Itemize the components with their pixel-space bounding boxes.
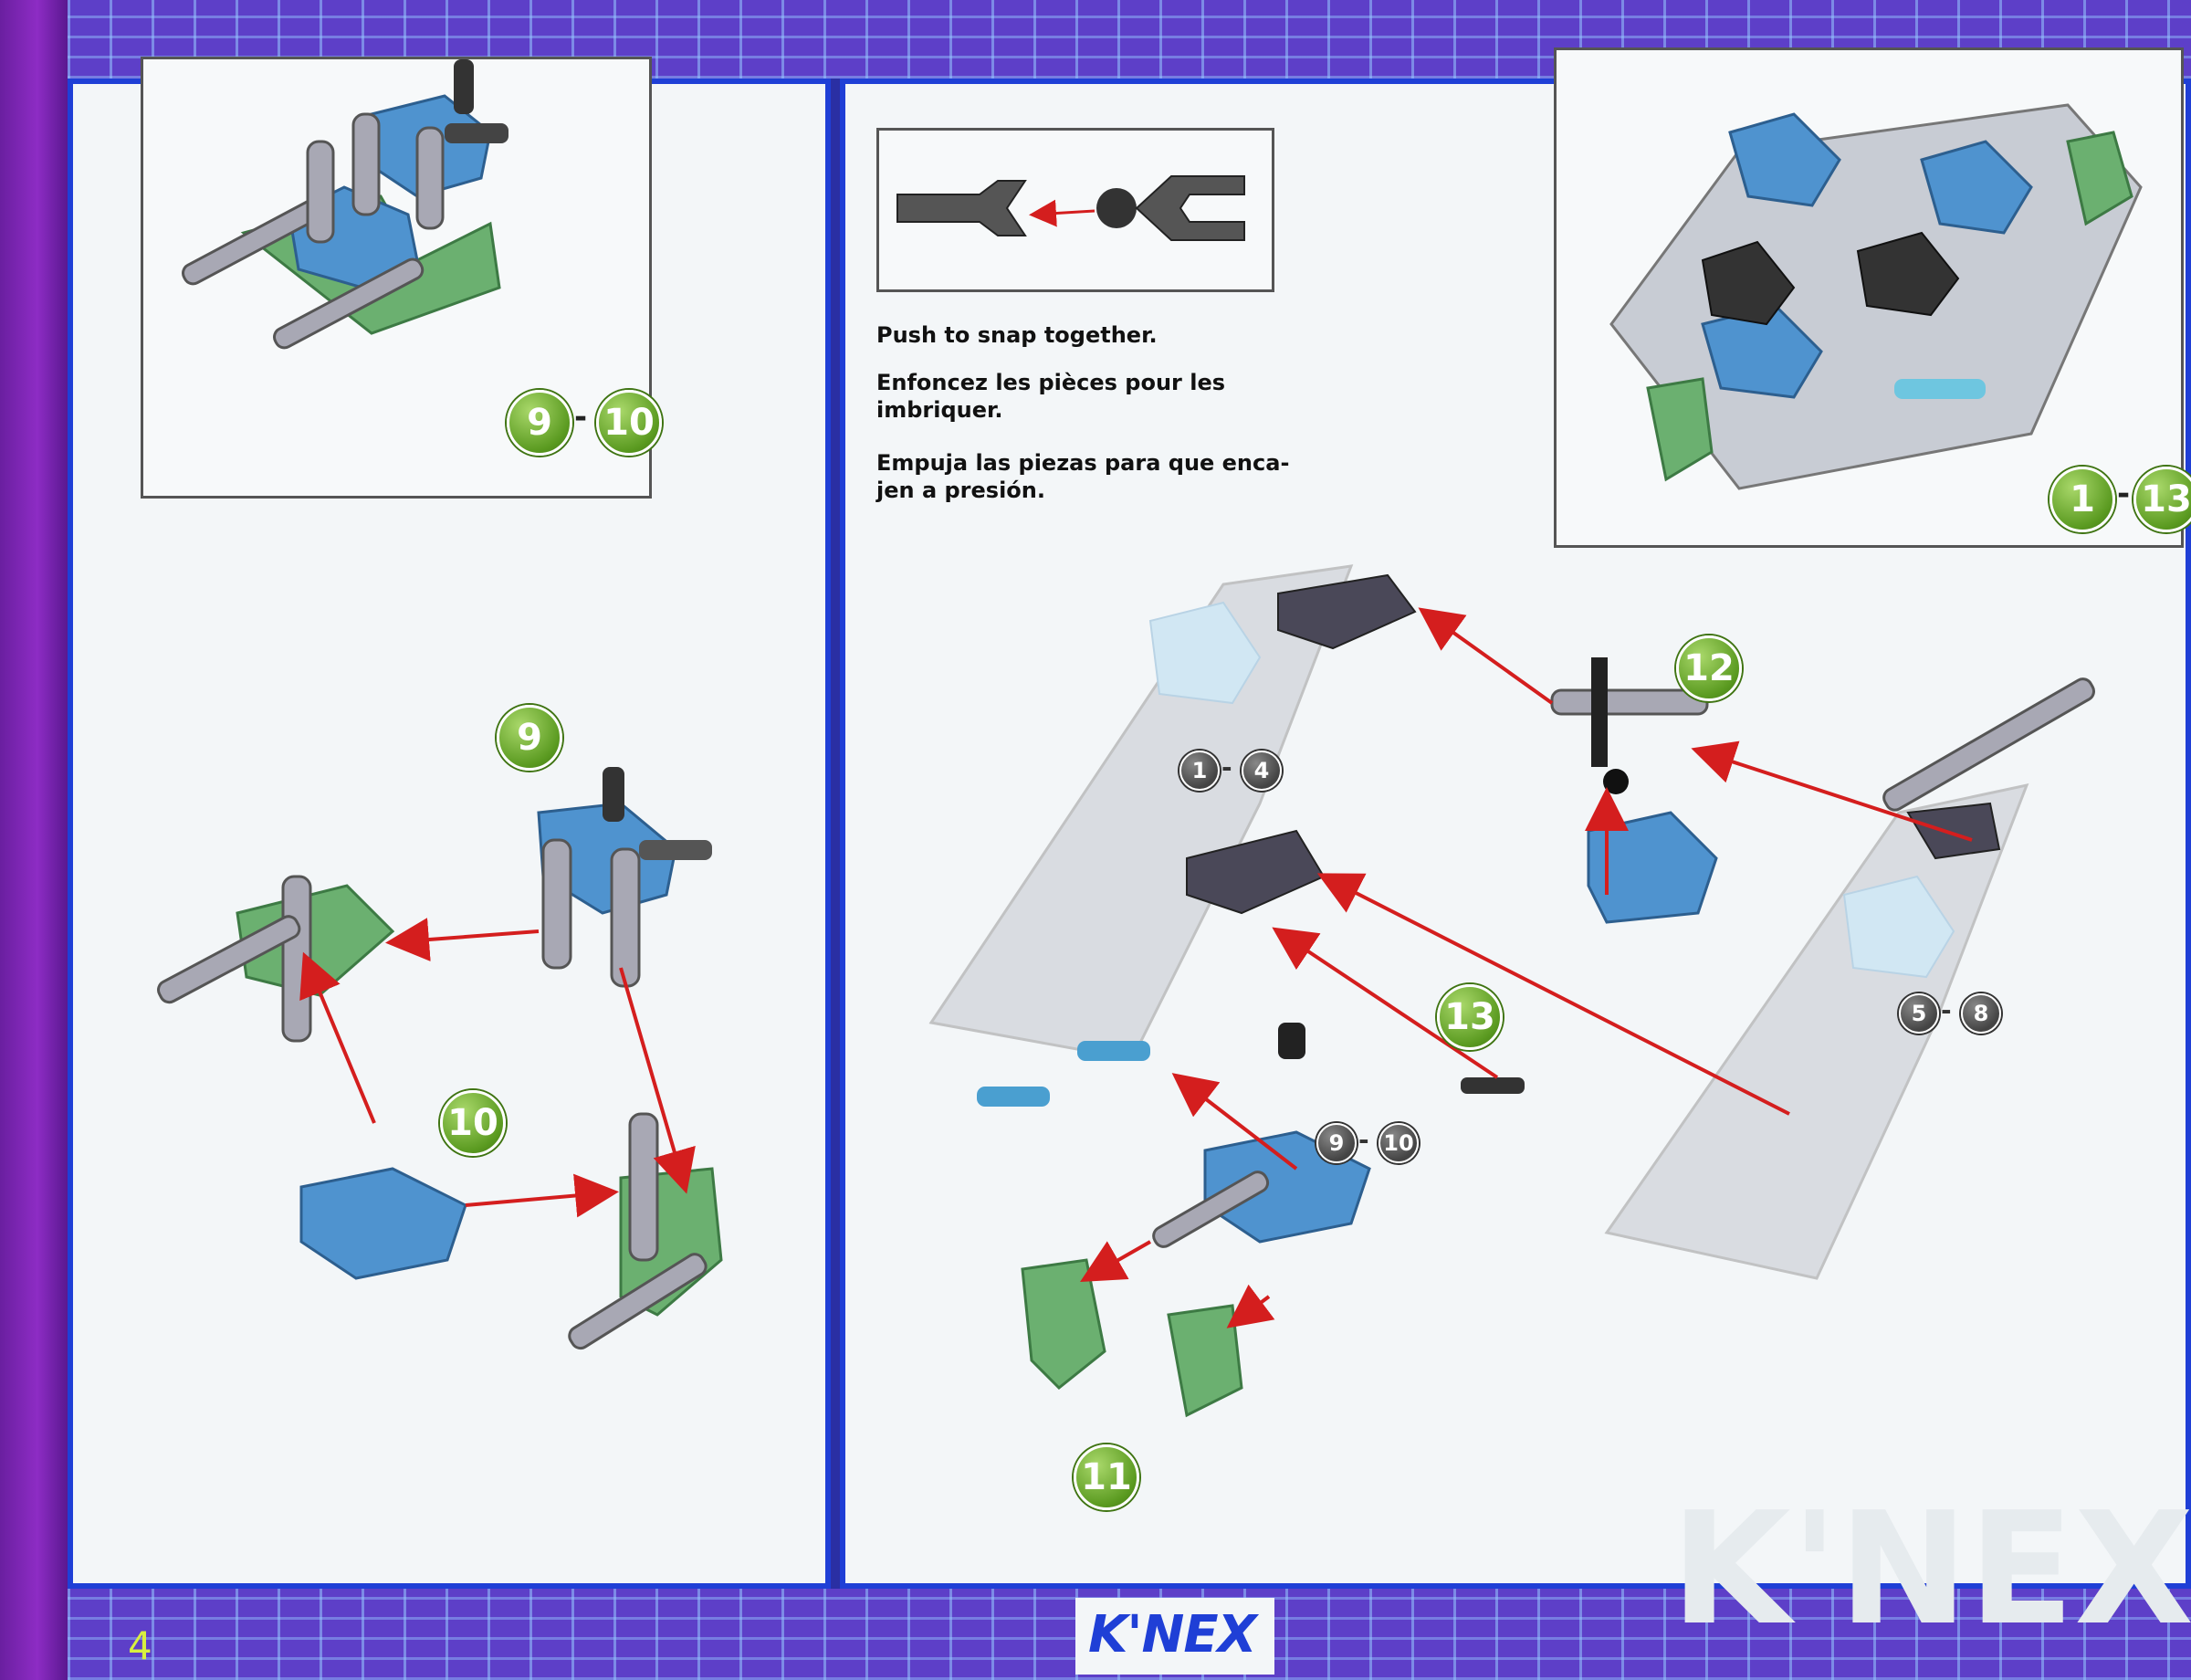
step-9-badge: 9 <box>497 705 562 771</box>
step-12-badge: 12 <box>1676 635 1742 701</box>
assembly-9-10-illustration <box>182 59 508 350</box>
snap-connector-diagram <box>876 128 1274 292</box>
subassembly-9-10-start: 9 <box>1316 1123 1357 1163</box>
subassembly-1-4-start: 1 <box>1179 751 1220 791</box>
subassembly-5-8-end: 8 <box>1961 993 2001 1034</box>
snap-instruction-french: Enfoncez les pièces pour les imbriquer. <box>876 370 1226 423</box>
subassembly-5-8-start: 5 <box>1899 993 1939 1034</box>
range-dash: - <box>574 399 588 436</box>
knex-watermark: K'NEX <box>1671 1479 2191 1660</box>
range-start-badge: 9 <box>507 390 572 456</box>
snap-instruction-spanish: Empuja las piezas para que enca- jen a p… <box>876 450 1290 503</box>
steps-11-13-illustration <box>928 564 2096 1418</box>
subassembly-1-4-end: 4 <box>1242 751 1282 791</box>
subassembly-dash: - <box>1358 1125 1369 1155</box>
steps-9-10-illustration <box>157 767 723 1350</box>
snap-instruction-english: Push to snap together. <box>876 322 1158 348</box>
connector-snap-illustration <box>896 175 1245 241</box>
range-start-badge: 1 <box>2049 467 2115 532</box>
right-inset-completed-view: 1 - 13 <box>1554 47 2191 548</box>
range-dash: - <box>2117 476 2131 512</box>
subassembly-dash: - <box>1941 995 1952 1025</box>
assembly-1-13-illustration <box>1609 103 2143 490</box>
page-number: 4 <box>128 1623 152 1668</box>
range-end-badge: 10 <box>596 390 662 456</box>
step-13-badge: 13 <box>1437 984 1503 1050</box>
subassembly-dash: - <box>1221 752 1232 782</box>
left-inset-completed-view: 9 - 10 <box>141 57 662 499</box>
binding-spine <box>0 0 68 1680</box>
step-11-badge: 11 <box>1074 1444 1139 1510</box>
subassembly-9-10-end: 10 <box>1379 1123 1419 1163</box>
knex-logo: K'NEX <box>1088 1605 1257 1664</box>
range-end-badge: 13 <box>2133 467 2191 532</box>
step-10-badge: 10 <box>440 1090 506 1156</box>
logo-background <box>1075 1598 1274 1675</box>
